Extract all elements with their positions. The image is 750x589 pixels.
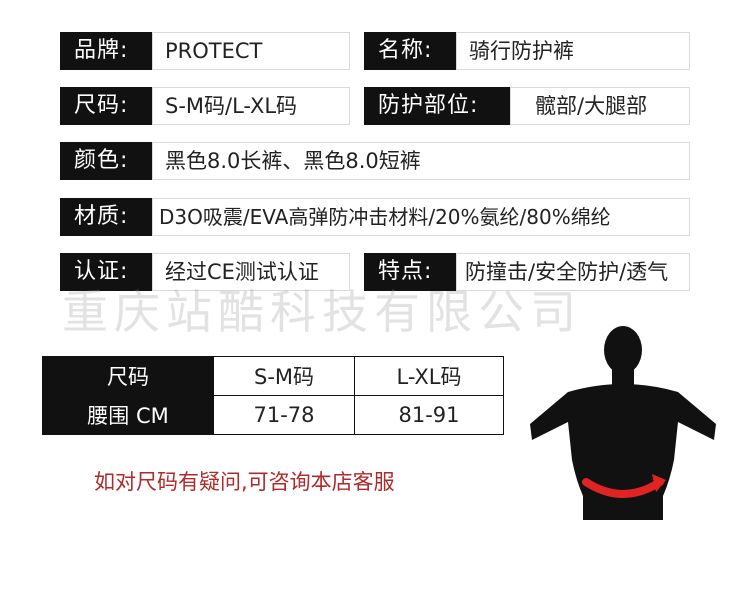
watermark: 重庆站酷科技有限公司 (62, 285, 582, 339)
size-table-header-row: 尺码 S-M码 L-XL码 (42, 356, 504, 396)
parts-label: 防护部位: (364, 87, 510, 125)
size-table: 尺码 S-M码 L-XL码 腰围 CM 71-78 81-91 (42, 356, 504, 435)
figure-torso (530, 384, 716, 496)
name-label: 名称: (364, 32, 456, 70)
spec-row-cert: 认证: 经过CE测试认证 (60, 253, 350, 291)
waist-band-arrow-icon (652, 474, 666, 492)
size-table-waist-row: 腰围 CM 71-78 81-91 (42, 395, 504, 435)
size-value: S-M码/L-XL码 (152, 87, 350, 125)
figure-neck (612, 368, 634, 388)
cert-label: 认证: (60, 253, 152, 291)
spec-row-feature: 特点: 防撞击/安全防护/透气 (364, 253, 690, 291)
color-label: 颜色: (60, 142, 152, 180)
spec-row-name: 名称: 骑行防护裤 (364, 32, 690, 70)
waist-value-sm: 71-78 (213, 395, 355, 435)
size-note: 如对尺码有疑问,可咨询本店客服 (94, 470, 395, 494)
size-label: 尺码: (60, 87, 152, 125)
size-table-header: 尺码 (42, 356, 214, 396)
waist-measure-figure (530, 326, 716, 520)
material-value: D3O吸震/EVA高弹防冲击材料/20%氨纶/80%绵纶 (152, 198, 690, 236)
spec-row-parts: 防护部位: 髋部/大腿部 (364, 87, 690, 125)
waist-header: 腰围 CM (42, 395, 214, 435)
feature-value: 防撞击/安全防护/透气 (456, 253, 690, 291)
brand-value: PROTECT (152, 32, 350, 70)
name-value: 骑行防护裤 (456, 32, 690, 70)
spec-row-material: 材质: D3O吸震/EVA高弹防冲击材料/20%氨纶/80%绵纶 (60, 198, 690, 236)
figure-head (604, 326, 642, 374)
brand-label: 品牌: (60, 32, 152, 70)
material-label: 材质: (60, 198, 152, 236)
color-value: 黑色8.0长裤、黑色8.0短裤 (152, 142, 690, 180)
parts-value: 髋部/大腿部 (510, 87, 690, 125)
cert-value: 经过CE测试认证 (152, 253, 350, 291)
waist-value-lxl: 81-91 (354, 395, 504, 435)
spec-row-color: 颜色: 黑色8.0长裤、黑色8.0短裤 (60, 142, 690, 180)
size-col-lxl: L-XL码 (354, 356, 504, 396)
spec-row-brand: 品牌: PROTECT (60, 32, 350, 70)
feature-label: 特点: (364, 253, 456, 291)
waist-band-icon (582, 478, 664, 498)
size-col-sm: S-M码 (213, 356, 355, 396)
spec-row-size: 尺码: S-M码/L-XL码 (60, 87, 350, 125)
